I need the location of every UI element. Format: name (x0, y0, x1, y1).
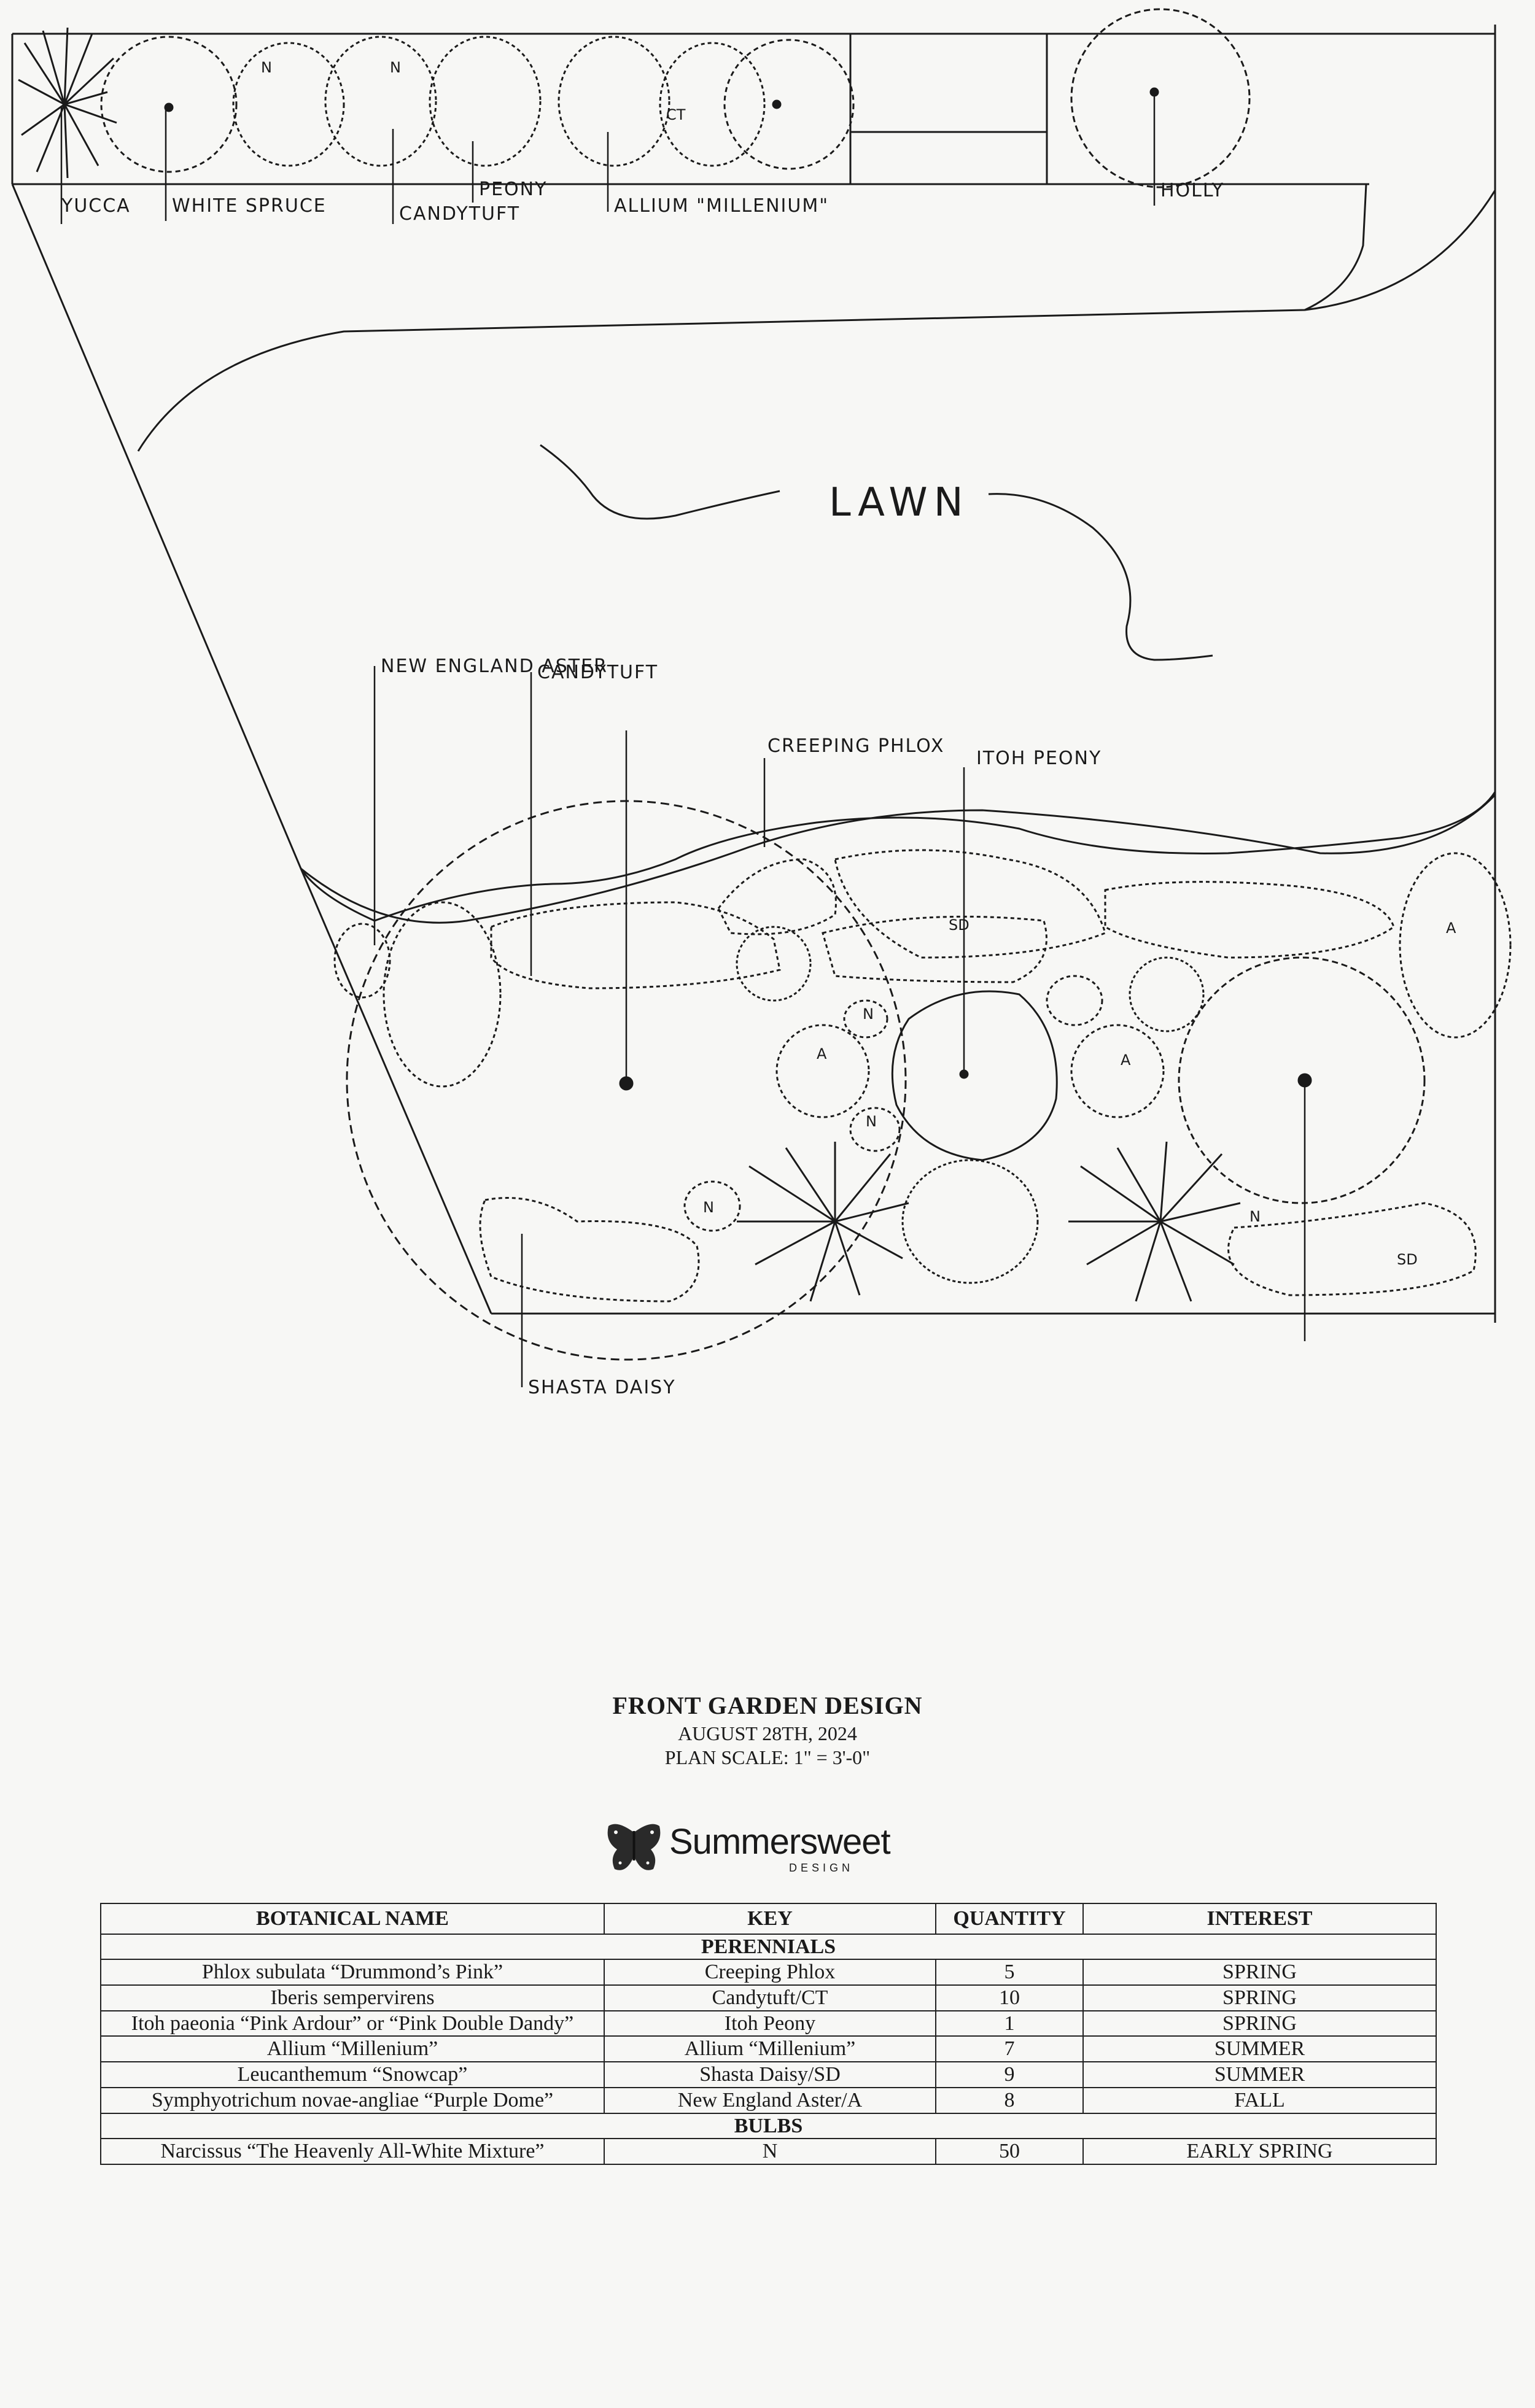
company-logo: Summersweet DESIGN (605, 1820, 924, 1875)
label-peony-top: PEONY (479, 179, 547, 200)
cell-interest: SPRING (1082, 2010, 1437, 2037)
cell-quantity: 7 (935, 2035, 1084, 2063)
plant-tag: N (866, 1113, 877, 1130)
plant-tag: N (1249, 1208, 1261, 1225)
white-spruce-symbol (100, 36, 238, 173)
cell-quantity: 10 (935, 1984, 1084, 2011)
cell-key: Candytuft/CT (604, 1984, 936, 2011)
label-candytuft-bed: CANDYTUFT (537, 662, 658, 683)
section-row: BULBS (100, 2112, 1437, 2140)
cell-key: New England Aster/A (604, 2086, 936, 2114)
plant-tag: A (817, 1045, 827, 1063)
itoh-peony-symbol (891, 990, 1058, 1161)
driveway-edge-diagonal (11, 184, 302, 869)
plant-tag: N (390, 59, 401, 76)
table-row: Iberis sempervirens Candytuft/CT 10 SPRI… (100, 1984, 1437, 2011)
plant-tag: CT (666, 106, 686, 123)
large-shrub-right (1178, 956, 1426, 1204)
yucca-top (18, 27, 117, 179)
cell-botanical: Symphyotrichum novae-angliae “Purple Dom… (100, 2086, 605, 2114)
label-new-england-aster: NEW ENGLAND ASTER (381, 656, 608, 677)
table-header-row: BOTANICAL NAME KEY QUANTITY INTEREST (100, 1903, 1437, 1935)
plant-tag: SD (1397, 1251, 1418, 1268)
cell-botanical: Phlox subulata “Drummond’s Pink” (100, 1959, 605, 1986)
garden-plan-drawing: LAWN N N CT YUCCA WHITE SPRUCE CANDYTUFT… (11, 8, 1512, 1398)
butterfly-icon (607, 1824, 661, 1870)
label-yucca: YUCCA (61, 195, 131, 217)
plant-tag: A (1446, 919, 1456, 937)
top-shrub-round (723, 39, 855, 170)
label-candytuft-top: CANDYTUFT (399, 203, 520, 225)
cell-interest: EARLY SPRING (1082, 2138, 1437, 2165)
label-white-spruce: WHITE SPRUCE (172, 195, 327, 217)
label-allium-top: ALLIUM "MILLENIUM" (614, 195, 829, 217)
label-shasta-daisy: SHASTA DAISY (528, 1377, 676, 1398)
cell-interest: SPRING (1082, 1984, 1437, 2011)
cell-key: Creeping Phlox (604, 1959, 936, 1986)
cell-botanical: Iberis sempervirens (100, 1984, 605, 2011)
yucca-bed (737, 1141, 1241, 1302)
plant-tag: N (863, 1005, 874, 1023)
plant-tag: SD (949, 916, 970, 934)
top-leader-lines (60, 92, 1156, 224)
plant-schedule-table: BOTANICAL NAME KEY QUANTITY INTEREST PER… (100, 1903, 1437, 2165)
table-row: Itoh paeonia “Pink Ardour” or “Pink Doub… (100, 2010, 1437, 2037)
cell-interest: SPRING (1082, 1959, 1437, 1986)
holly-symbol (1070, 8, 1251, 188)
main-bed-edge (300, 794, 1496, 924)
table-row: Phlox subulata “Drummond’s Pink” Creepin… (100, 1959, 1437, 1986)
allium-bed (736, 926, 1205, 1284)
header-interest: INTEREST (1082, 1903, 1437, 1935)
section-perennials: PERENNIALS (100, 1933, 1437, 1961)
top-strip-bed (11, 33, 1495, 311)
cell-quantity: 5 (935, 1959, 1084, 1986)
cell-quantity: 50 (935, 2138, 1084, 2165)
label-creeping-phlox: CREEPING PHLOX (768, 735, 944, 757)
plant-tag: N (703, 1199, 714, 1216)
cell-key: Itoh Peony (604, 2010, 936, 2037)
plant-tag: N (261, 59, 272, 76)
cell-interest: SUMMER (1082, 2061, 1437, 2088)
plant-tag: A (1121, 1051, 1131, 1069)
design-title: FRONT GARDEN DESIGN (612, 1692, 923, 1719)
title-block: FRONT GARDEN DESIGN AUGUST 28TH, 2024 PL… (0, 1691, 1535, 1769)
header-quantity: QUANTITY (935, 1903, 1084, 1935)
plan-scale: PLAN SCALE: 1" = 3'-0" (664, 1746, 871, 1768)
label-holly: HOLLY (1160, 180, 1224, 201)
cell-botanical: Itoh paeonia “Pink Ardour” or “Pink Doub… (100, 2010, 605, 2037)
cell-key: N (604, 2138, 936, 2165)
cell-botanical: Narcissus “The Heavenly All-White Mixtur… (100, 2138, 605, 2165)
section-bulbs: BULBS (100, 2112, 1437, 2140)
header-botanical-name: BOTANICAL NAME (100, 1903, 605, 1935)
bed-perennials (333, 849, 1512, 1303)
logo-subtitle: DESIGN (789, 1862, 854, 1874)
cell-interest: SUMMER (1082, 2035, 1437, 2063)
design-date: AUGUST 28TH, 2024 (678, 1722, 857, 1744)
table-row: Allium “Millenium” Allium “Millenium” 7 … (100, 2035, 1437, 2063)
cell-interest: FALL (1082, 2086, 1437, 2114)
table-row: Narcissus “The Heavenly All-White Mixtur… (100, 2138, 1437, 2165)
cell-botanical: Leucanthemum “Snowcap” (100, 2061, 605, 2088)
table-row: Symphyotrichum novae-angliae “Purple Dom… (100, 2086, 1437, 2114)
lawn-label: LAWN (829, 480, 970, 525)
cell-botanical: Allium “Millenium” (100, 2035, 605, 2063)
top-perennials (232, 36, 766, 167)
bed-leader-lines (373, 666, 1306, 1387)
section-row: PERENNIALS (100, 1933, 1437, 1961)
label-itoh-peony: ITOH PEONY (976, 748, 1102, 769)
logo-wordmark: Summersweet (669, 1822, 891, 1862)
cell-key: Shasta Daisy/SD (604, 2061, 936, 2088)
bed-edge-diagonal (300, 868, 492, 1314)
cell-quantity: 9 (935, 2061, 1084, 2088)
cell-quantity: 1 (935, 2010, 1084, 2037)
lawn-squiggle (540, 444, 1213, 661)
lawn-boundary (137, 190, 1496, 922)
header-key: KEY (604, 1903, 936, 1935)
cell-key: Allium “Millenium” (604, 2035, 936, 2063)
table-row: Leucanthemum “Snowcap” Shasta Daisy/SD 9… (100, 2061, 1437, 2088)
cell-quantity: 8 (935, 2086, 1084, 2114)
